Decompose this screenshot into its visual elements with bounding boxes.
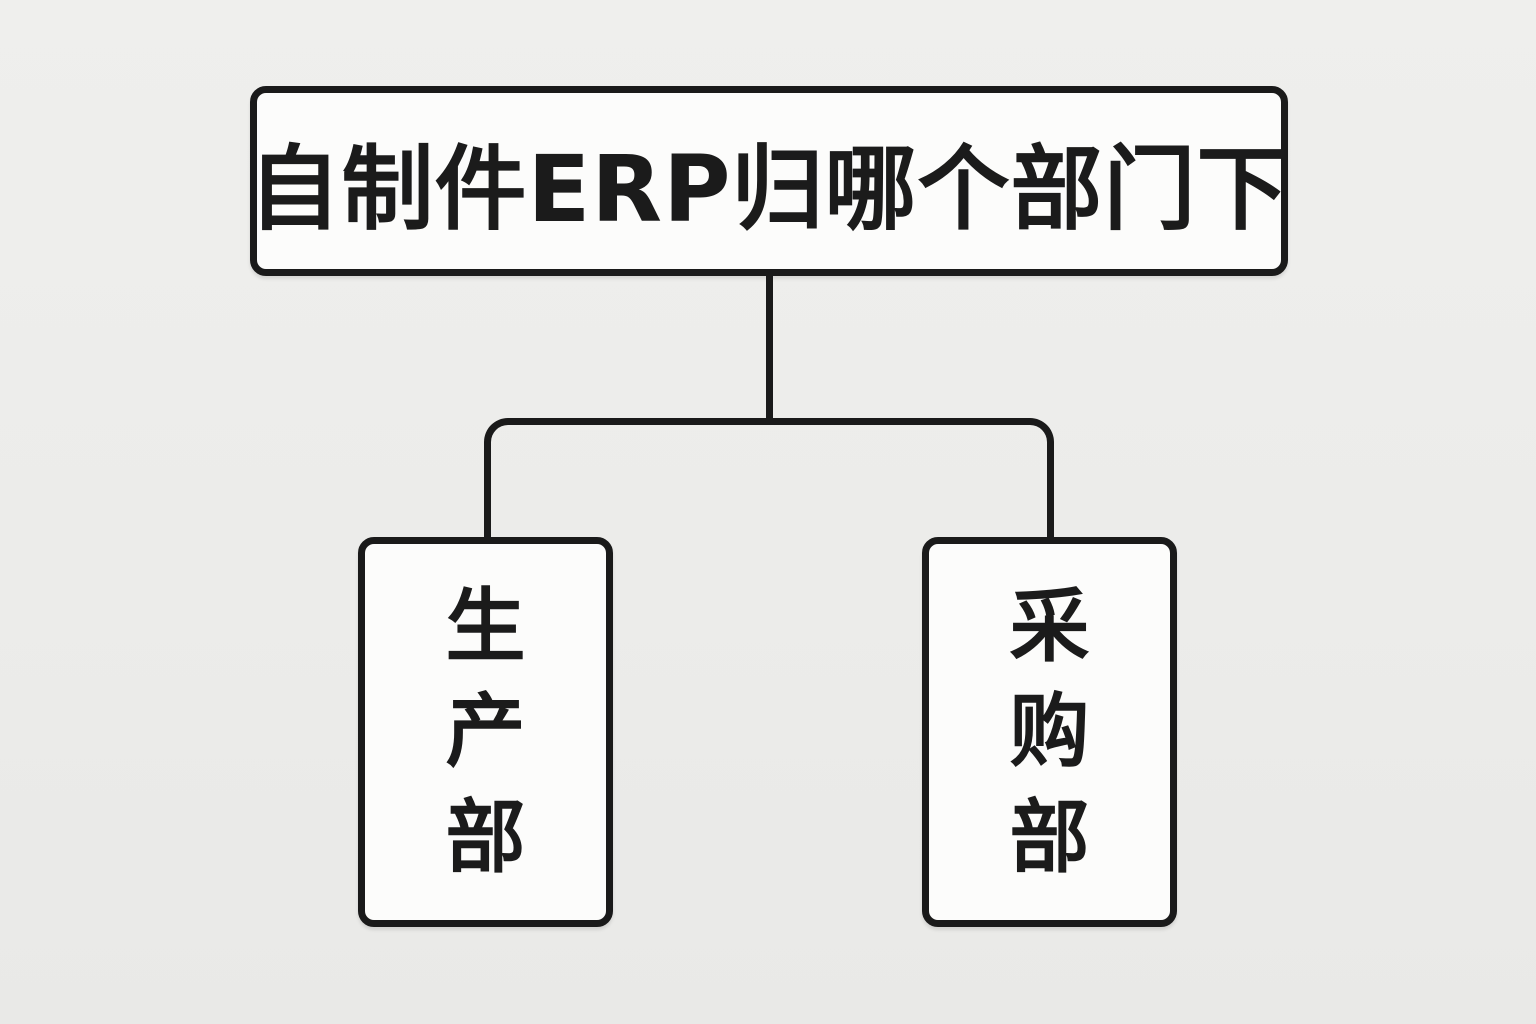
flowchart-node-production-dept: 生 产 部 bbox=[358, 537, 613, 927]
connector-branch bbox=[484, 418, 1054, 540]
production-dept-label: 生 产 部 bbox=[445, 579, 526, 884]
flowchart-node-purchasing-dept: 采 购 部 bbox=[922, 537, 1177, 927]
connector-stem bbox=[766, 272, 773, 422]
root-node-label: 自制件ERP归哪个部门下 bbox=[248, 135, 1290, 243]
purchasing-dept-label: 采 购 部 bbox=[1009, 579, 1090, 884]
flowchart-root-node-question: 自制件ERP归哪个部门下 bbox=[248, 86, 1290, 276]
